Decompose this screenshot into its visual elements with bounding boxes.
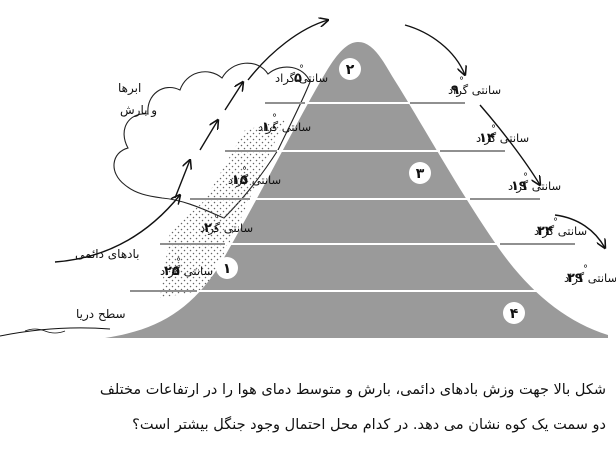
svg-text:سانتی گراد: سانتی گراد xyxy=(275,71,328,86)
left-temperatures: سانتی گراد ۵ ° سانتی گراد ۱۰ ° سانتی گرا… xyxy=(160,64,328,279)
temp-left-3-unit: سانتی گراد xyxy=(228,173,281,188)
degree-left-3: ° xyxy=(242,166,247,177)
winds-label: بادهای دائمی xyxy=(75,247,140,261)
temp-right-4-unit: سانتی گراد xyxy=(534,224,587,239)
temp-right-1-unit: سانتی گراد xyxy=(448,83,501,98)
temp-right-4-value: ۲۴ xyxy=(537,224,553,239)
rain-label: و بارش xyxy=(120,103,157,118)
temp-right-5-unit: سانتی گراد xyxy=(564,271,616,286)
wind-arrow-up-1 xyxy=(174,160,190,199)
marker-3-label: ۳ xyxy=(416,166,425,182)
degree-left-5: ° xyxy=(176,257,181,268)
question-line-2: دو سمت یک کوه نشان می دهد. در کدام محل ا… xyxy=(132,417,606,433)
temp-right-3-unit: سانتی گراد xyxy=(508,179,561,194)
right-temperatures: سانتی گراد ۹ ° سانتی گراد ۱۴ ° سانتی گرا… xyxy=(448,76,616,286)
sea-wave xyxy=(24,328,66,334)
svg-text:سانتی گراد: سانتی گراد xyxy=(476,131,529,146)
wind-arrow-down-2 xyxy=(479,104,540,185)
svg-text:سانتی گراد: سانتی گراد xyxy=(160,264,213,279)
marker-4: ۴ xyxy=(503,302,525,324)
wind-arrow-in xyxy=(54,195,180,263)
temp-right-5-value: ۲۹ xyxy=(567,271,583,286)
marker-1-label: ۱ xyxy=(223,261,232,277)
wind-arrow-down-3 xyxy=(554,214,605,248)
rain-area xyxy=(160,120,285,298)
temp-right-2-value: ۱۴ xyxy=(479,131,495,146)
temp-right-2-unit: سانتی گراد xyxy=(476,131,529,146)
marker-2: ۲ xyxy=(339,58,361,80)
sea-surface xyxy=(0,327,111,337)
wind-arrows xyxy=(54,20,605,263)
svg-text:سانتی گراد: سانتی گراد xyxy=(228,173,281,188)
mountain xyxy=(0,42,608,338)
marker-4-label: ۴ xyxy=(510,306,519,322)
marker-2-label: ۲ xyxy=(346,62,355,78)
svg-text:سانتی گراد: سانتی گراد xyxy=(564,271,616,286)
temp-left-1-unit: سانتی گراد xyxy=(275,71,328,86)
degree-left-2: ° xyxy=(272,113,277,124)
wind-arrow-up-3 xyxy=(224,82,243,111)
wind-arrow-up-2 xyxy=(199,120,218,151)
degree-right-3: ° xyxy=(523,172,528,183)
wind-arrow-crest xyxy=(247,20,328,81)
temp-left-5-value: ۲۵ xyxy=(164,264,180,279)
svg-text:سانتی گراد: سانتی گراد xyxy=(448,83,501,98)
degree-right-4: ° xyxy=(553,217,558,228)
temp-left-3-value: ۱۵ xyxy=(232,173,248,188)
temp-right-1-value: ۹ xyxy=(451,83,459,98)
temp-left-4-unit: سانتی گراد xyxy=(200,221,253,236)
temp-right-3-value: ۱۹ xyxy=(511,179,527,194)
question-line-1: شکل بالا جهت وزش بادهای دائمی، بارش و مت… xyxy=(99,382,606,398)
degree-left-1: ° xyxy=(299,64,304,75)
degree-right-2: ° xyxy=(491,124,496,135)
svg-text:سانتی گراد: سانتی گراد xyxy=(200,221,253,236)
wind-arrow-down-1 xyxy=(404,24,465,75)
degree-right-1: ° xyxy=(459,76,464,87)
temp-left-1-value: ۵ xyxy=(294,71,302,86)
altitude-lines xyxy=(130,102,606,292)
clouds-label: ابرها xyxy=(118,81,141,96)
temp-left-2-value: ۱۰ xyxy=(262,120,278,135)
degree-right-5: ° xyxy=(583,264,588,275)
degree-left-4: ° xyxy=(214,214,219,225)
marker-1: ۱ xyxy=(216,257,238,279)
svg-text:سانتی گراد: سانتی گراد xyxy=(258,120,311,135)
sea-level-label: سطح دریا xyxy=(76,307,126,322)
temp-left-2-unit: سانتی گراد xyxy=(258,120,311,135)
marker-3: ۳ xyxy=(409,162,431,184)
temp-left-4-value: ۲۰ xyxy=(204,221,220,236)
svg-text:سانتی گراد: سانتی گراد xyxy=(508,179,561,194)
svg-text:سانتی گراد: سانتی گراد xyxy=(534,224,587,239)
temp-left-5-unit: سانتی گراد xyxy=(160,264,213,279)
